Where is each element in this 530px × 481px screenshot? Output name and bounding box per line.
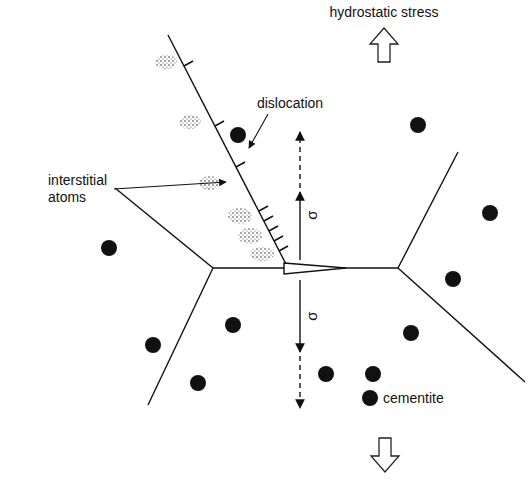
- grain-boundary: [115, 152, 525, 405]
- interstitial-cluster: [155, 55, 274, 261]
- sigma-label: σ: [303, 311, 321, 320]
- stress-arrow-sigma: [299, 132, 300, 408]
- interstitial-label: interstitial atoms: [48, 172, 114, 206]
- leader-line: [114, 182, 226, 189]
- stress-label: hydrostatic stress: [330, 4, 439, 21]
- cementite-particle: [101, 117, 498, 406]
- crack: [284, 263, 346, 274]
- dislocation-symbol: [184, 61, 288, 251]
- leader-line: [249, 114, 268, 148]
- sigma-label: σ: [303, 210, 321, 219]
- stress-arrow: [370, 28, 398, 62]
- cementite-label: cementite: [383, 390, 444, 407]
- slip-line: [168, 35, 288, 268]
- dislocation-label: dislocation: [257, 95, 323, 112]
- stress-arrow: [371, 438, 399, 472]
